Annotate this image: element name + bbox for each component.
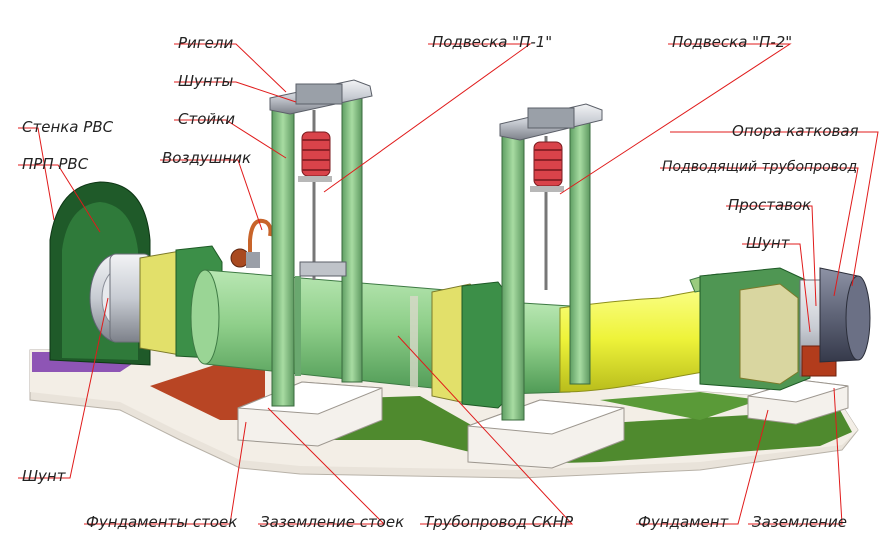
label-stenka-rvs: Стенка РВС xyxy=(22,118,114,136)
label-prostavok: Проставок xyxy=(728,196,812,214)
middle-flange xyxy=(431,281,511,409)
hanger-frame-p2 xyxy=(499,103,603,421)
label-vozdushnik: Воздушник xyxy=(162,149,252,167)
label-podvodyashchiy: Подводящий трубопровод xyxy=(662,159,858,175)
supply-pipe xyxy=(819,267,871,363)
label-shunt-right: Шунт xyxy=(746,234,790,252)
label-shunt-left: Шунт xyxy=(22,467,66,485)
label-podveska-p2: Подвеска "П-2" xyxy=(672,33,793,51)
label-prp-rvs: ПРП РВС xyxy=(22,155,89,173)
label-truboprovod-sknr: Трубопровод СКНР xyxy=(424,513,574,531)
label-zazemlenie: Заземление xyxy=(752,513,847,531)
main-pipe xyxy=(190,269,471,393)
label-rigeli: Ригели xyxy=(178,34,234,52)
spring-p2 xyxy=(530,141,564,192)
label-podveska-p1: Подвеска "П-1" xyxy=(432,33,553,51)
label-fundament: Фундамент xyxy=(638,513,729,531)
label-opora-katkovaya: Опора катковая xyxy=(732,122,859,140)
label-shunty: Шунты xyxy=(178,72,234,90)
label-fundamenty-stoek: Фундаменты стоек xyxy=(86,513,238,531)
label-zazemlenie-stoek: Заземление стоек xyxy=(260,513,405,531)
leader-lines xyxy=(18,43,879,525)
hanger-frame-p1 xyxy=(269,79,373,407)
brick-area xyxy=(150,360,265,420)
label-stoyki: Стойки xyxy=(178,110,235,128)
spring-p1 xyxy=(298,131,332,182)
air-vent xyxy=(230,218,273,268)
